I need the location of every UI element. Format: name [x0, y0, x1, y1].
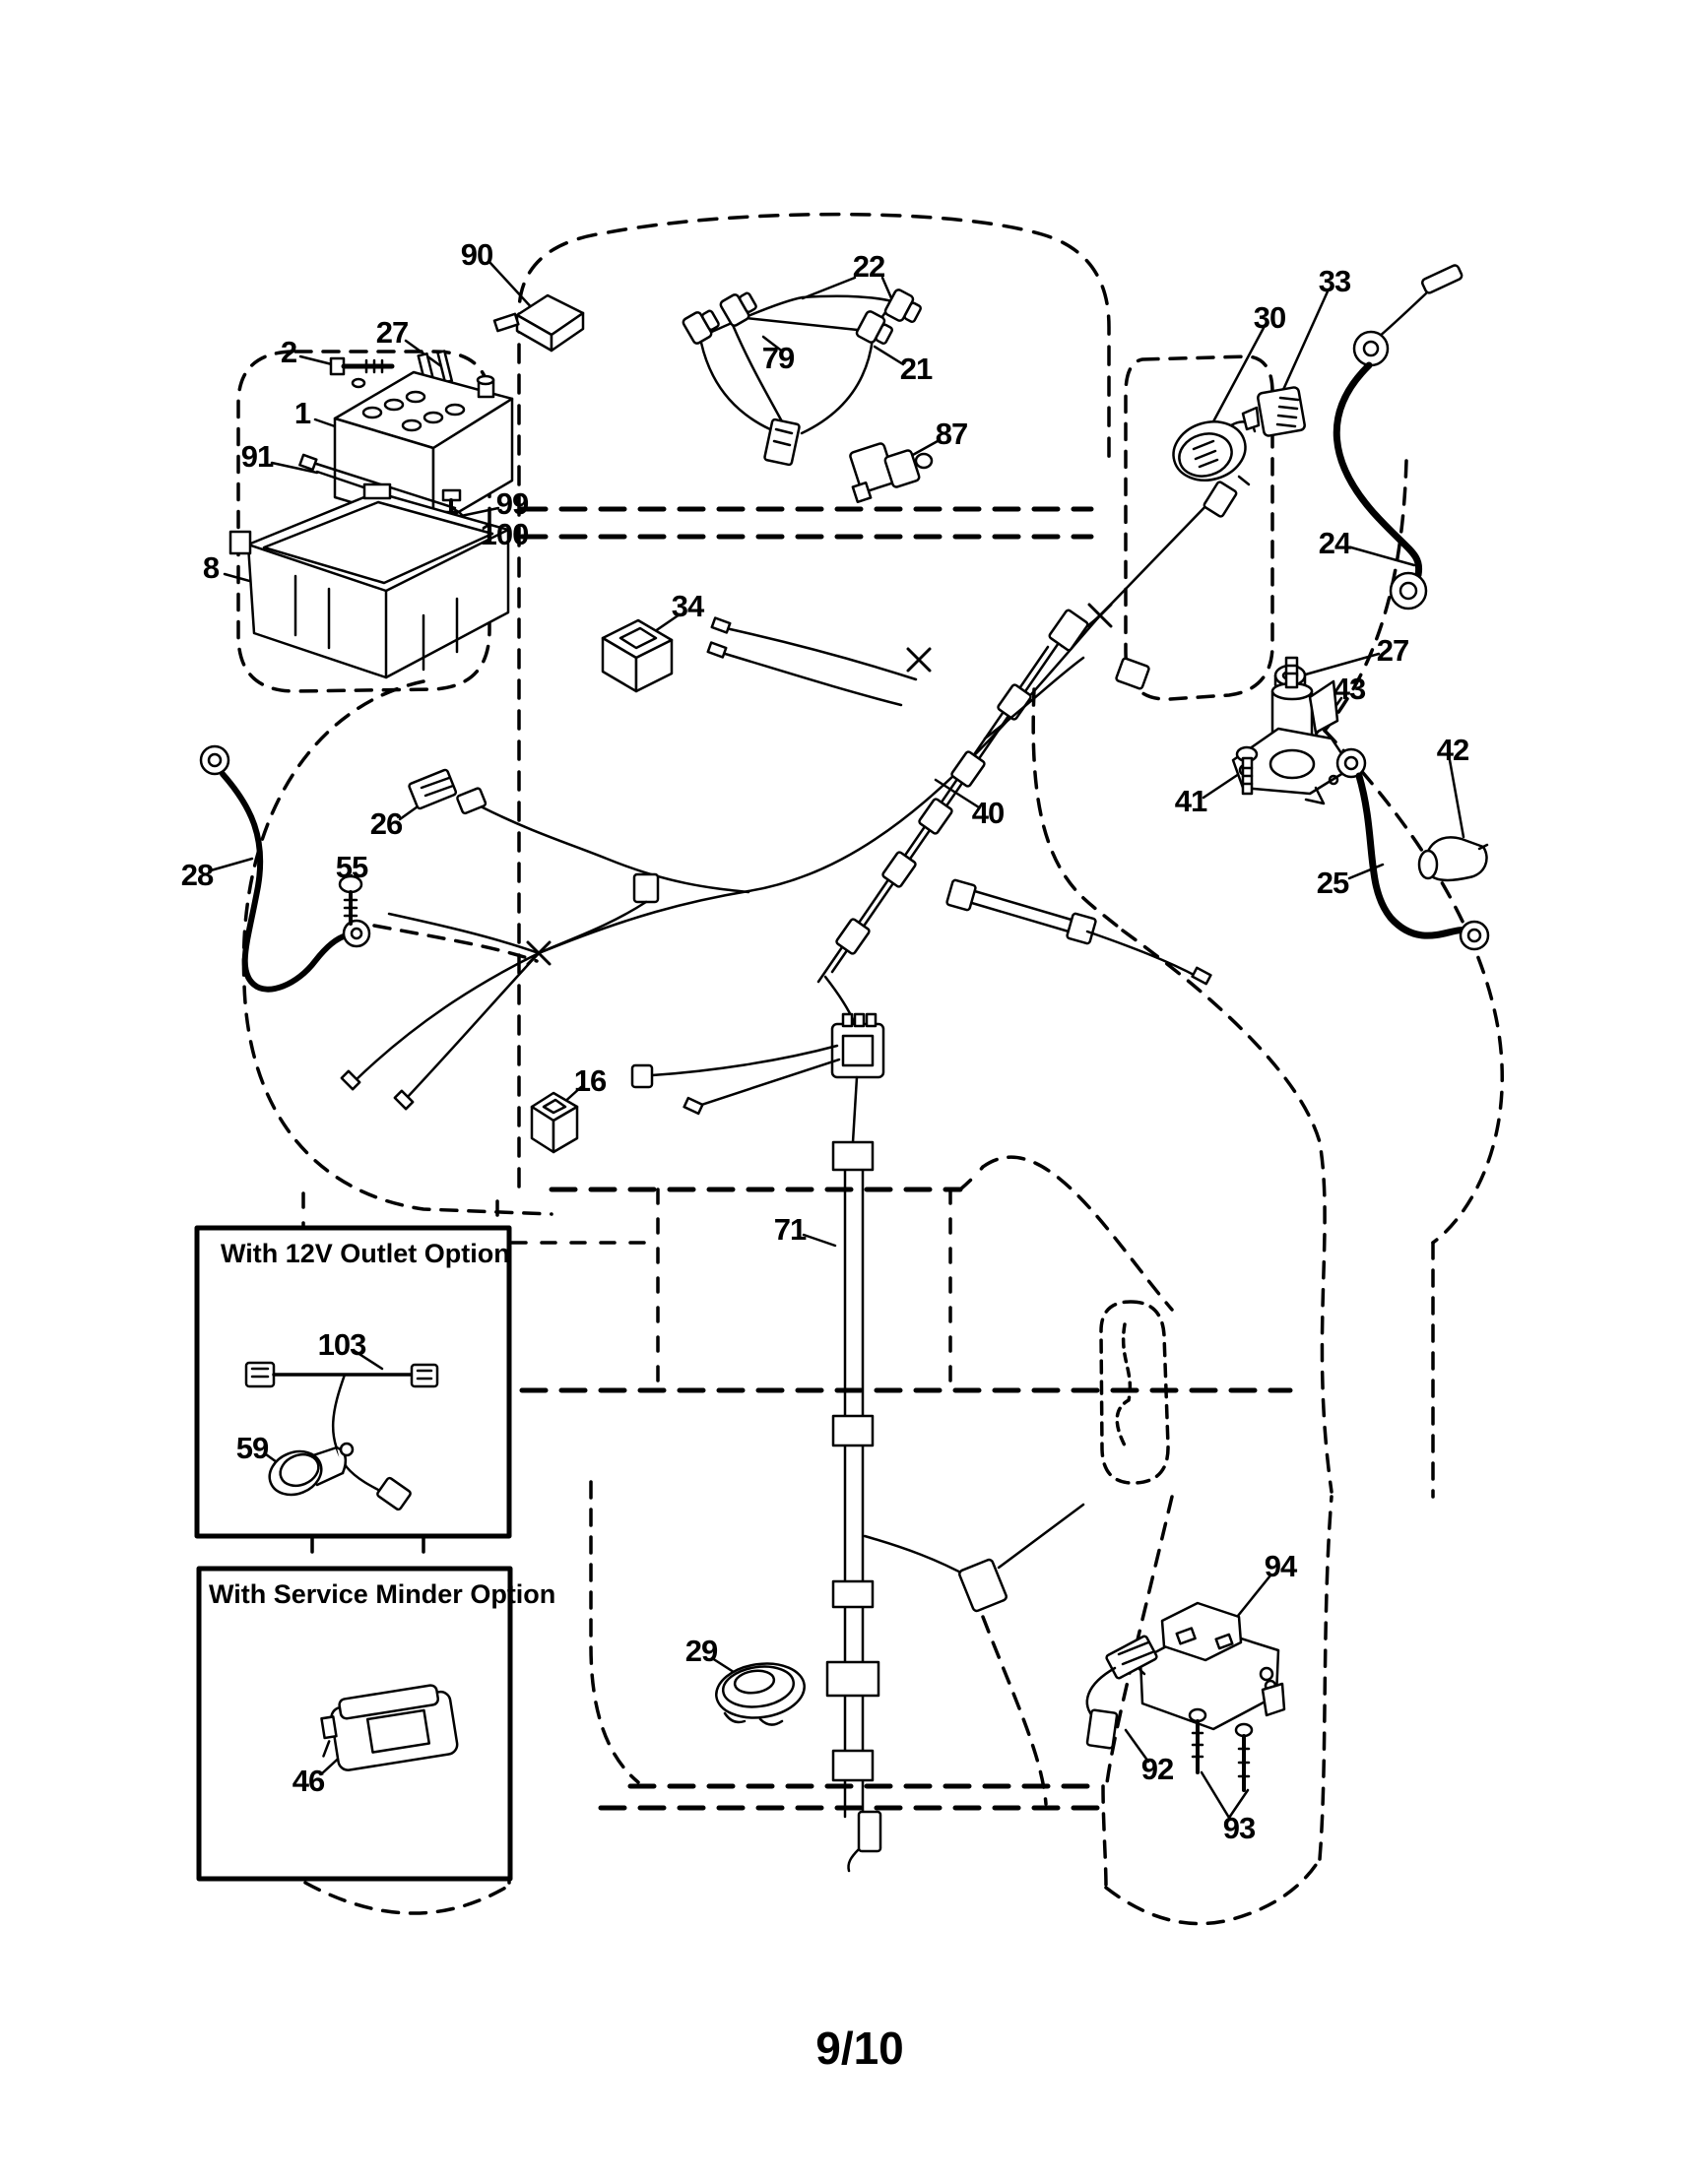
part-label-33: 33 — [1318, 264, 1351, 298]
part-label-92: 92 — [1140, 1752, 1174, 1786]
tractor-hood-outline — [517, 212, 1111, 1188]
ignition-area-outline — [1124, 354, 1274, 701]
part-label-46: 46 — [292, 1764, 325, 1798]
headlight-harness-illustration — [682, 289, 922, 467]
mounting-bolt-illustration — [1235, 745, 1259, 796]
part-label-87: 87 — [935, 417, 968, 451]
part-label-22: 22 — [852, 249, 885, 284]
part-label-41: 41 — [1174, 784, 1207, 818]
harness-connector-plug — [630, 1012, 885, 1144]
safety-switch-illustration — [530, 1091, 579, 1154]
part-label-26: 26 — [369, 806, 403, 841]
part-label-1: 1 — [293, 396, 311, 430]
seat-bracket-outline — [1099, 1300, 1170, 1485]
terminal-boot-illustration — [1417, 836, 1489, 882]
part-label-71: 71 — [773, 1212, 807, 1247]
harness-strap-illustration — [825, 1140, 1085, 1873]
part-label-103: 103 — [317, 1327, 367, 1362]
dash-panel-outline — [519, 506, 1094, 540]
ground-strap-illustration — [199, 744, 371, 993]
part-label-42: 42 — [1436, 733, 1469, 767]
frame-outline-verticals — [301, 1165, 985, 1570]
battery-box-illustration — [228, 482, 510, 679]
frame-outline — [519, 1187, 1293, 1393]
main-harness-illustration — [816, 609, 1212, 1026]
part-label-2: 2 — [280, 335, 297, 369]
part-label-79: 79 — [761, 341, 795, 375]
rear-body-outline — [598, 1783, 1106, 1811]
mounting-screws-illustration — [1188, 1707, 1254, 1792]
plunger-switch-illustration — [601, 618, 674, 693]
part-label-27: 27 — [375, 315, 409, 350]
battery-cable-illustration — [1335, 747, 1490, 951]
inset-title-12v-outlet: With 12V Outlet Option — [221, 1239, 510, 1268]
part-label-90: 90 — [460, 237, 493, 272]
right-fender-outline — [981, 459, 1504, 1499]
left-fender-outline — [241, 679, 553, 1216]
interlock-switch-illustration — [849, 442, 934, 504]
solenoid-illustration — [1231, 656, 1353, 805]
inset-title-service-minder: With Service Minder Option — [209, 1579, 556, 1609]
fuse-holder-illustration — [408, 768, 750, 894]
part-label-24: 24 — [1318, 526, 1351, 560]
part-label-91: 91 — [240, 439, 274, 474]
harness-branch-wires — [340, 481, 1238, 1111]
carriage-bolt-illustration — [329, 356, 395, 376]
cap-illustration — [715, 1662, 806, 1726]
page-number: 9/10 — [815, 2023, 904, 2074]
part-label-30: 30 — [1253, 300, 1286, 335]
part-label-16: 16 — [573, 1063, 607, 1098]
part-label-93: 93 — [1222, 1811, 1256, 1845]
ground-bolt-illustration — [338, 874, 363, 926]
part-label-27: 27 — [1376, 633, 1409, 668]
part-label-59: 59 — [235, 1431, 269, 1465]
part-label-100: 100 — [480, 517, 530, 551]
part-label-28: 28 — [180, 858, 214, 892]
part-label-25: 25 — [1316, 866, 1349, 900]
outlet-socket-illustration — [268, 1442, 355, 1497]
part-label-94: 94 — [1264, 1549, 1297, 1583]
part-label-55: 55 — [335, 850, 368, 884]
part-label-40: 40 — [971, 796, 1005, 830]
part-label-34: 34 — [671, 589, 704, 623]
part-label-29: 29 — [684, 1634, 718, 1668]
seat-switch-connector-illustration — [1085, 1635, 1158, 1750]
key-module-illustration — [1241, 386, 1306, 437]
ignition-switch-illustration — [1172, 420, 1257, 486]
fuse-illustration — [492, 293, 585, 353]
hour-meter-illustration — [320, 1684, 459, 1771]
outlet-harness-illustration — [244, 1361, 439, 1511]
part-label-8: 8 — [202, 550, 220, 585]
part-label-21: 21 — [899, 352, 933, 386]
ground-cable-illustration — [1333, 264, 1463, 610]
part-label-99: 99 — [495, 486, 529, 521]
part-label-43: 43 — [1333, 672, 1366, 706]
seat-switch-assembly-illustration — [1133, 1601, 1286, 1731]
